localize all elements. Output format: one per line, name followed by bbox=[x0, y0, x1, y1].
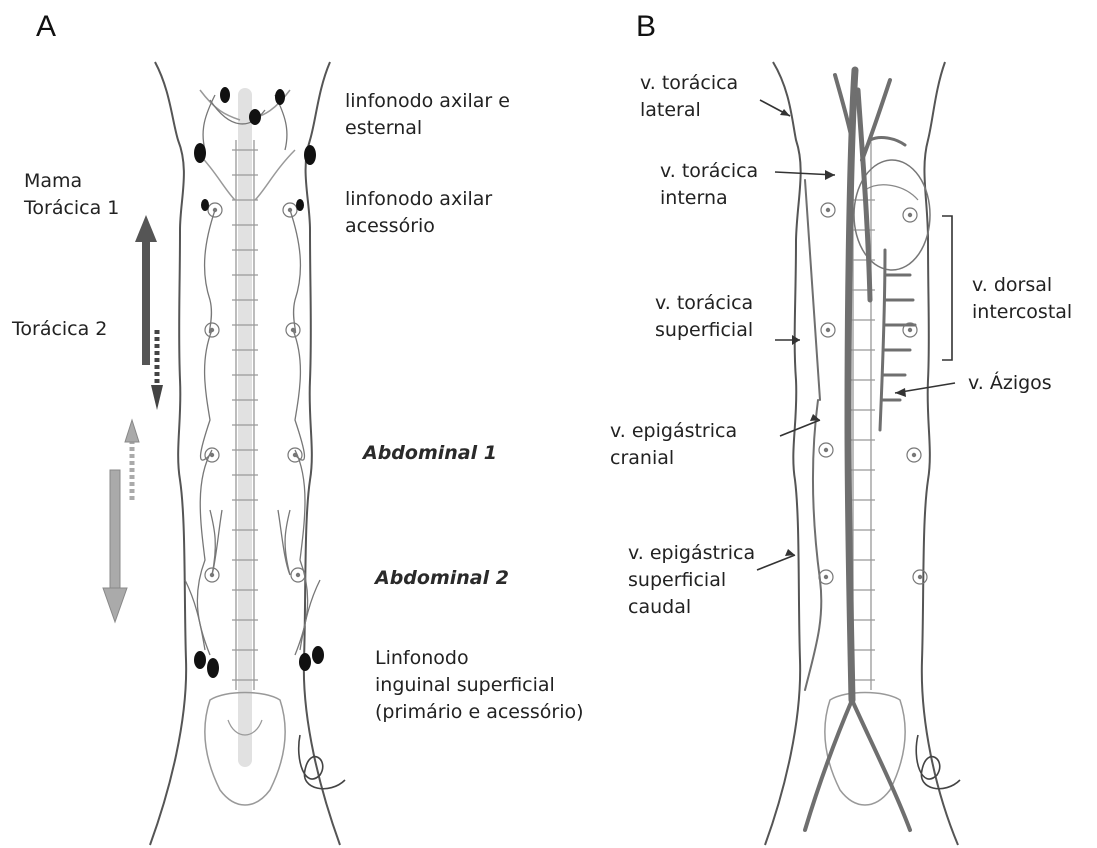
caudal-drainage-arrow-dashed bbox=[151, 330, 163, 410]
label-abdominal-1: Abdominal 1 bbox=[363, 440, 497, 467]
label-caudal-epigastric-vein: v. epigástrica superficial caudal bbox=[628, 540, 755, 621]
label-thoracic-2: Torácica 2 bbox=[12, 316, 107, 343]
label-thoracic-1: Mama Torácica 1 bbox=[24, 168, 119, 222]
label-accessory-axillary-node: linfonodo axilar acessório bbox=[345, 186, 492, 240]
caudal-drainage-arrow-light bbox=[103, 470, 127, 622]
label-superficial-thoracic-vein: v. torácica superficial bbox=[655, 290, 753, 344]
label-cranial-epigastric-vein: v. epigástrica cranial bbox=[610, 418, 737, 472]
label-azygos-vein: v. Ázigos bbox=[968, 370, 1052, 397]
cranial-drainage-arrow bbox=[135, 215, 157, 365]
cranial-drainage-arrow-light bbox=[125, 420, 139, 500]
label-axillary-sternal-node: linfonodo axilar e esternal bbox=[345, 88, 510, 142]
label-abdominal-2: Abdominal 2 bbox=[375, 565, 509, 592]
panel-a-body bbox=[150, 62, 345, 845]
label-lateral-thoracic-vein: v. torácica lateral bbox=[640, 70, 738, 124]
drainage-arrows bbox=[103, 215, 163, 622]
panel-b-body bbox=[765, 62, 960, 845]
intercostal-bracket bbox=[942, 216, 952, 360]
panel-label-b: B bbox=[636, 10, 656, 44]
label-dorsal-intercostal-vein: v. dorsal intercostal bbox=[972, 272, 1072, 326]
label-inguinal-node: Linfonodo inguinal superficial (primário… bbox=[375, 645, 584, 726]
panel-label-a: A bbox=[36, 10, 56, 44]
label-internal-thoracic-vein: v. torácica interna bbox=[660, 158, 758, 212]
